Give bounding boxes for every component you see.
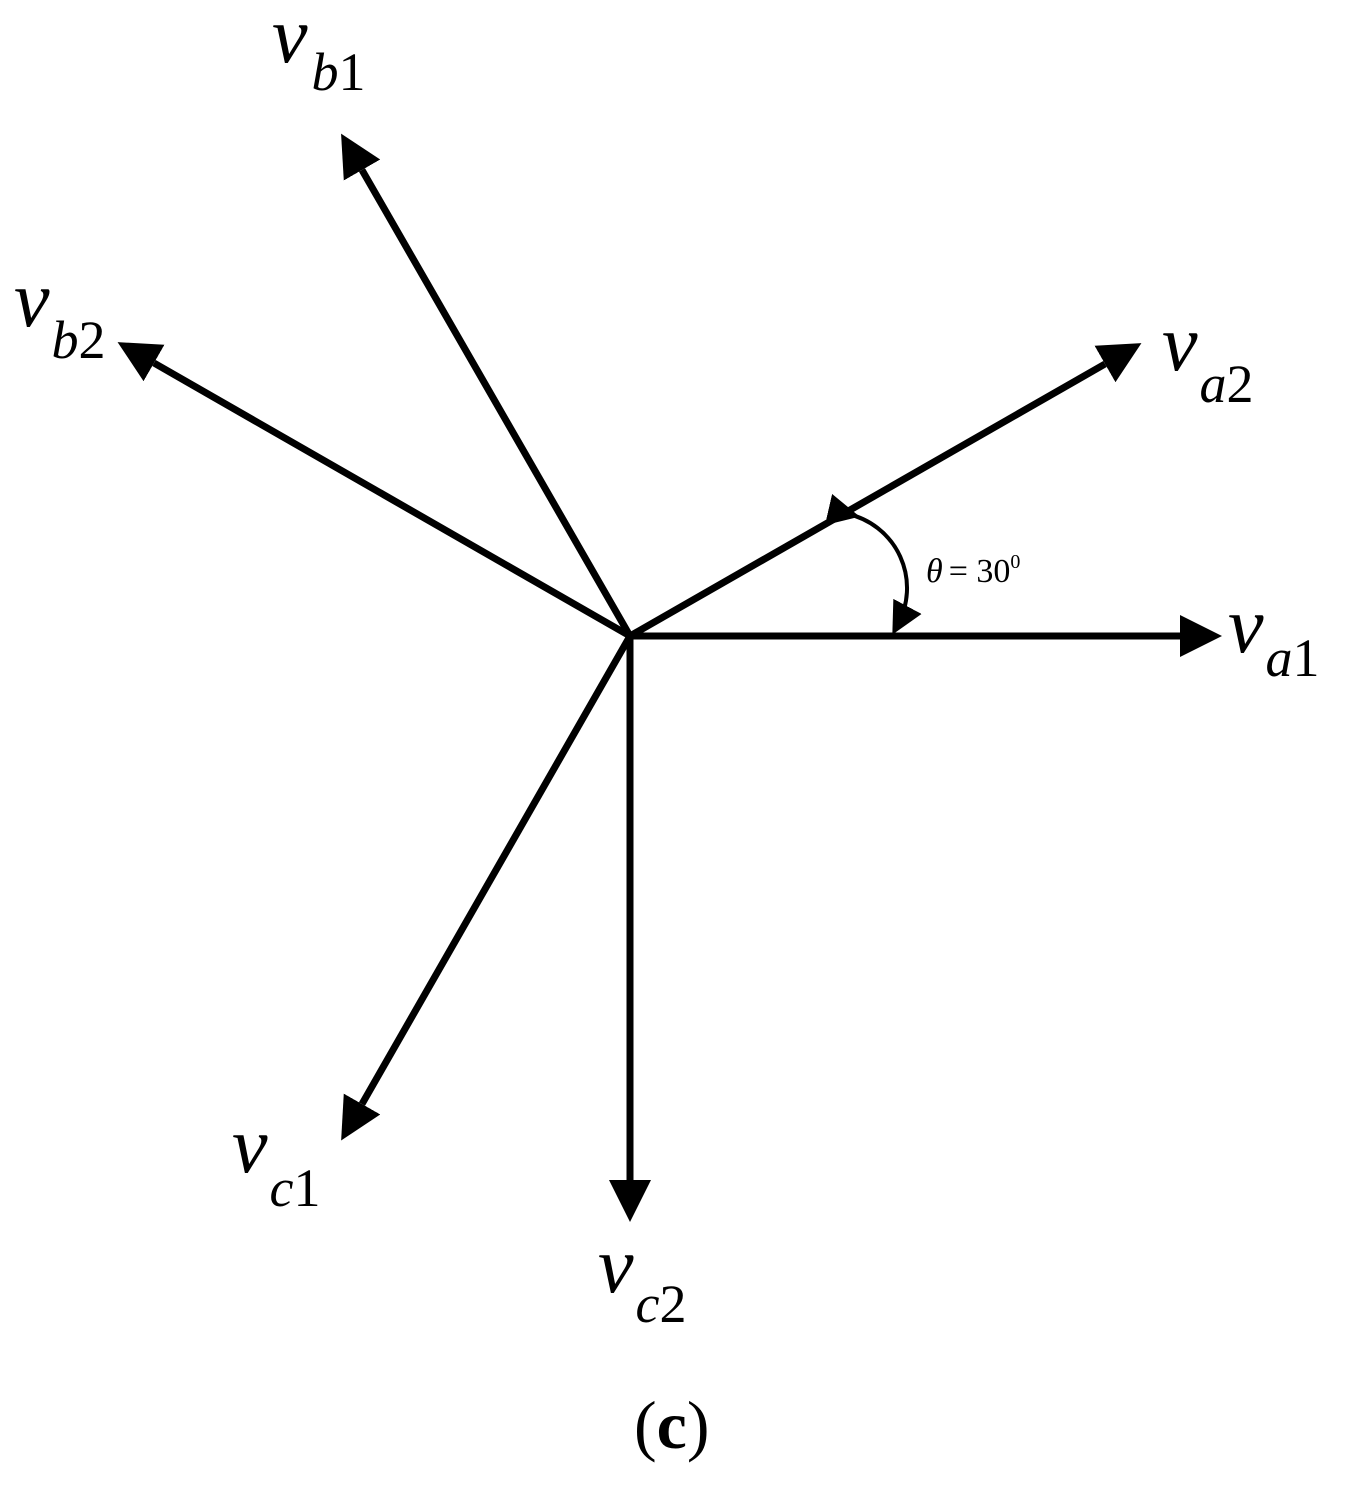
phasor-vb1-arrow (341, 133, 634, 638)
phasor-vb2-arrow (117, 342, 632, 640)
angle-arc-path (824, 493, 922, 635)
phasor-labels: va1 va2 vb1 vb2 vc1 vc2 (14, 0, 1320, 1334)
phasor-vc1-arrow (341, 634, 634, 1141)
phasor-va2-arrow (628, 343, 1142, 640)
angle-arc (824, 493, 922, 635)
phasor-arrows (117, 133, 1222, 1222)
label-vb2: vb2 (14, 256, 106, 370)
label-vc1: vc1 (232, 1102, 320, 1218)
label-va2: va2 (1162, 300, 1254, 414)
figure-caption: (c) (634, 1387, 710, 1463)
angle-label: θ= 300 (926, 551, 1020, 590)
label-vb1: vb1 (272, 0, 366, 102)
label-va1: va1 (1228, 582, 1320, 688)
label-vc2: vc2 (598, 1222, 686, 1334)
